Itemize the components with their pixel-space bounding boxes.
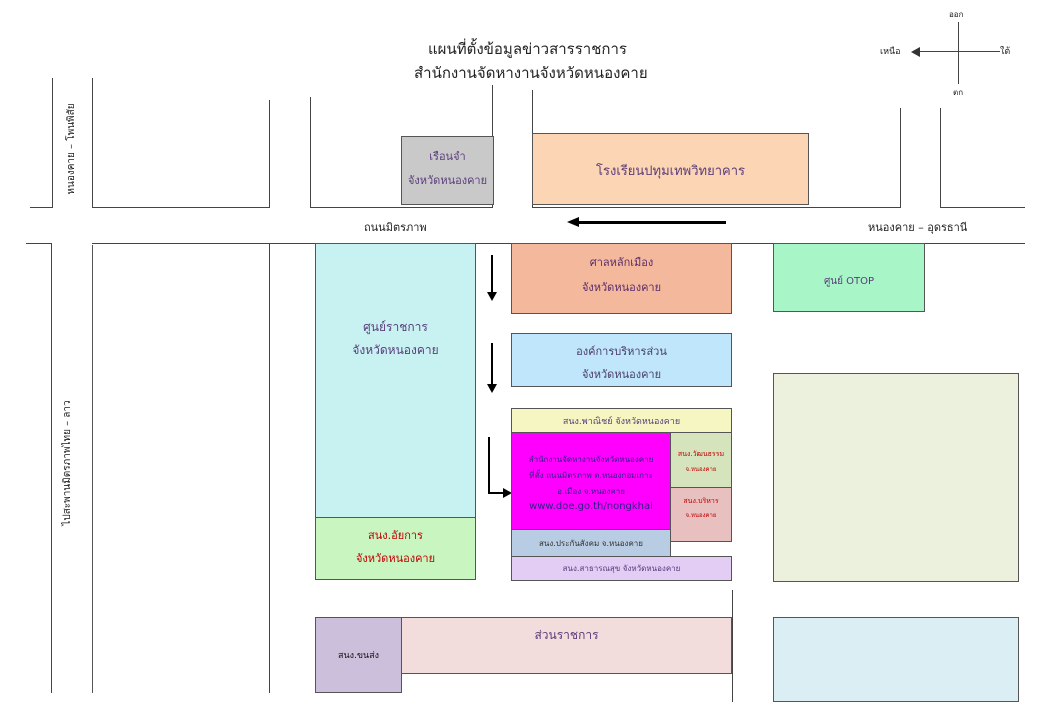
road-label-nongkhai-udon: หนองคาย – อุดรธานี	[868, 221, 968, 234]
direction-arrow-head-icon	[567, 217, 579, 227]
road-edge	[900, 108, 901, 208]
social-security-office: สนง.ประกันสังคม จ.หนองคาย	[511, 529, 671, 557]
admin-label-line2: จ.หนองคาย	[685, 512, 717, 519]
bent-arrow-vertical	[488, 437, 490, 494]
road-edge	[30, 207, 52, 208]
compass-north-label: เหนือ	[880, 47, 901, 57]
bent-arrow-horizontal	[488, 492, 504, 494]
down-arrow-head-icon	[487, 292, 497, 301]
road-label-nongkhai-phonphisai: หนองคาย – โพนพิสัย	[66, 103, 77, 195]
compass-west-label: ตก	[953, 88, 964, 97]
school-label: โรงเรียนปทุมเทพวิทยาคาร	[596, 164, 745, 179]
otop-label: ศูนย์ OTOP	[823, 276, 875, 287]
road-label-friendship-bridge: ไปสะพานมิตรภาพไทย – ลาว	[62, 400, 73, 526]
government-center: ศูนย์ราชการ จังหวัดหนองคาย	[315, 243, 476, 518]
transport-office: สนง.ขนส่ง	[315, 617, 402, 693]
prosecutor-office: สนง.อัยการ จังหวัดหนองคาย	[315, 517, 476, 580]
employment-office: สำนักงานจัดหางานจังหวัดหนองคาย ที่ตั้ง ถ…	[511, 432, 671, 530]
prison-building: เรือนจำ จังหวัดหนองคาย	[401, 136, 494, 205]
road-edge	[732, 590, 733, 702]
road-edge	[92, 207, 270, 208]
social-security-label: สนง.ประกันสังคม จ.หนองคาย	[539, 539, 643, 548]
down-arrow-shaft	[491, 255, 493, 293]
road-edge	[940, 207, 1025, 208]
bent-arrow-head-icon	[503, 488, 512, 498]
compass-vertical-line	[958, 22, 959, 84]
road-edge	[310, 207, 493, 208]
road-edge	[92, 78, 93, 208]
commerce-label: สนง.พาณิชย์ จังหวัดหนองคาย	[562, 417, 681, 427]
compass-east-label: ออก	[949, 10, 964, 19]
down-arrow-head-icon	[487, 384, 497, 393]
road-edge	[532, 207, 901, 208]
public-health-office: สนง.สาธารณสุข จังหวัดหนองคาย	[511, 556, 732, 581]
city-pillar-label-line2: จังหวัดหนองคาย	[581, 281, 662, 294]
otop-center: ศูนย์ OTOP	[773, 243, 925, 312]
prison-label-line2: จังหวัดหนองคาย	[407, 174, 488, 187]
gov-center-label-line2: จังหวัดหนองคาย	[352, 343, 439, 357]
prosecutor-label-line1: สนง.อัยการ	[368, 529, 423, 542]
pao-label-line1: องค์การบริหารส่วน	[576, 345, 667, 358]
admin-label-line1: สนง.บริหาร	[683, 497, 719, 505]
direction-arrow-shaft	[578, 221, 726, 224]
city-pillar-shrine: ศาลหลักเมือง จังหวัดหนองคาย	[511, 243, 732, 314]
road-edge	[940, 108, 941, 208]
road-label-mittraphap: ถนนมิตรภาพ	[364, 221, 427, 234]
culture-office: สนง.วัฒนธรรม จ.หนองคาย	[670, 432, 732, 488]
road-edge	[269, 243, 270, 693]
right-middle-block	[773, 373, 1019, 582]
map-title-line1: แผนที่ตั้งข้อมูลข่าวสารราชการ	[428, 40, 627, 58]
commerce-office: สนง.พาณิชย์ จังหวัดหนองคาย	[511, 408, 732, 433]
city-pillar-label-line1: ศาลหลักเมือง	[589, 256, 654, 269]
culture-label-line2: จ.หนองคาย	[685, 466, 717, 473]
right-bottom-block	[773, 617, 1019, 702]
down-arrow-shaft	[491, 343, 493, 385]
prosecutor-label-line2: จังหวัดหนองคาย	[355, 552, 436, 565]
government-agencies: ส่วนราชการ	[401, 617, 732, 674]
left-plot-bottom	[92, 245, 270, 693]
office-label-line2: ที่ตั้ง ถนนมิตรภาพ ต.หนองกอมเกาะ	[529, 471, 653, 480]
road-edge	[310, 97, 311, 208]
compass-horizontal-line	[918, 51, 1000, 52]
pao-building: องค์การบริหารส่วน จังหวัดหนองคาย	[511, 333, 732, 387]
map-title-line2: สำนักงานจัดหางานจังหวัดหนองคาย	[414, 64, 648, 82]
office-label-line1: สำนักงานจัดหางานจังหวัดหนองคาย	[528, 455, 654, 464]
road-edge	[51, 243, 52, 693]
gov-agencies-label: ส่วนราชการ	[534, 628, 599, 642]
culture-label-line1: สนง.วัฒนธรรม	[677, 450, 725, 458]
road-edge	[269, 100, 270, 208]
prison-label-line1: เรือนจำ	[429, 150, 466, 163]
road-edge	[26, 243, 51, 244]
office-label-line3: อ.เมือง จ.หนองคาย	[557, 487, 625, 496]
admin-office: สนง.บริหาร จ.หนองคาย	[670, 487, 732, 542]
transport-label: สนง.ขนส่ง	[337, 651, 380, 661]
pao-label-line2: จังหวัดหนองคาย	[581, 368, 662, 381]
gov-center-label-line1: ศูนย์ราชการ	[363, 320, 428, 334]
compass-arrow-icon	[911, 47, 920, 57]
public-health-label: สนง.สาธารณสุข จังหวัดหนองคาย	[562, 564, 681, 573]
office-url[interactable]: www.doe.go.th/nongkhai	[529, 501, 653, 512]
road-edge	[52, 78, 53, 208]
compass-south-label: ใต้	[1000, 47, 1011, 57]
school-building: โรงเรียนปทุมเทพวิทยาคาร	[532, 133, 809, 205]
